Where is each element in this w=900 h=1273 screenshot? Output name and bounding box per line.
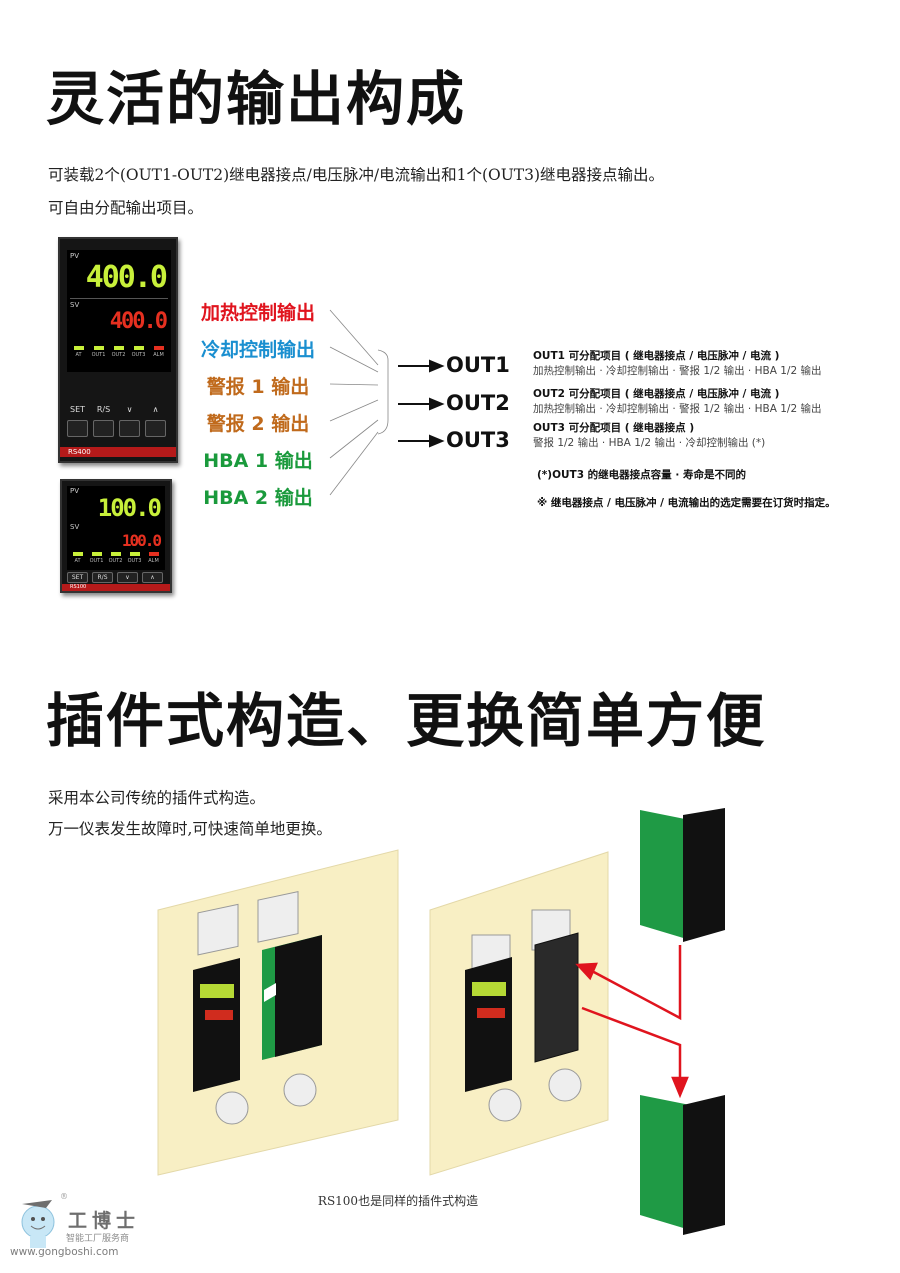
rs400-controller-image: PV 400.0 SV 400.0 AT OUT1 OUT2 OUT3 ALM …: [58, 237, 178, 463]
knob-icon: [215, 1091, 249, 1125]
keypad: [67, 420, 166, 437]
led-label: AT: [75, 352, 82, 358]
led-out3: OUT3: [130, 346, 147, 358]
led-alm: ALM: [145, 552, 162, 564]
led-out3: OUT3: [126, 552, 143, 564]
illustration-caption: RS100也是同样的插件式构造: [317, 1194, 479, 1208]
out1-info-body: 加热控制输出 · 冷却控制输出 · 警报 1/2 输出 · HBA 1/2 输出: [533, 365, 822, 377]
led-out2: OUT2: [110, 346, 127, 358]
label-alarm2-output: 警报 2 输出: [206, 413, 310, 435]
installed-controller: [465, 957, 512, 1092]
section2-desc-line1: 采用本公司传统的插件式构造。: [48, 789, 266, 807]
set-key: SET: [67, 572, 88, 583]
pv-display-graphic: [200, 984, 234, 998]
out3-label: OUT3: [446, 428, 510, 452]
led-alm: ALM: [150, 346, 167, 358]
new-module-bottom: [640, 1095, 690, 1230]
insert-arrows: [575, 945, 689, 1099]
led-label: ALM: [148, 558, 159, 564]
section1-desc-line1: 可装载2个(OUT1-OUT2)继电器接点/电压脉冲/电流输出和1个(OUT3)…: [48, 166, 665, 184]
label-heating-output: 加热控制输出: [200, 302, 315, 324]
label-hba2-output: HBA 2 输出: [203, 487, 313, 509]
pv-display-graphic: [472, 982, 506, 996]
section2-desc-line2: 万一仪表发生故障时,可快速简单地更换。: [48, 820, 332, 838]
plugin-illustration: [157, 808, 725, 1235]
knob-icon: [548, 1068, 582, 1102]
set-key-label: SET: [69, 405, 86, 414]
empty-slot: [534, 932, 579, 1063]
sv-display: 400.0: [109, 309, 168, 334]
note-order: ※ 继电器接点 / 电压脉冲 / 电流输出的选定需要在订货时指定。: [537, 497, 836, 509]
led-at: AT: [70, 346, 87, 358]
led-label: OUT2: [108, 558, 123, 564]
pv-label: PV: [70, 252, 80, 260]
gongboshi-logo: ® 工博士 智能工厂服务商 www.gongboshi.com: [8, 1190, 198, 1270]
model-label: RS100: [62, 584, 170, 591]
rs-key: R/S: [92, 572, 113, 583]
led-out2: OUT2: [107, 552, 124, 564]
section2-title: 插件式构造、更换简单方便: [46, 687, 767, 755]
sv-label: SV: [70, 301, 80, 309]
installed-controller: [193, 958, 240, 1092]
rs100-controller-image: PV 100.0 SV 100.0 AT OUT1 OUT2 OUT3 ALM …: [60, 479, 172, 593]
mascot-icon: [21, 1200, 55, 1248]
logo-name: 工博士: [68, 1210, 141, 1232]
sv-label: SV: [70, 523, 80, 531]
led-label: OUT1: [89, 558, 104, 564]
status-leds: AT OUT1 OUT2 OUT3 ALM: [69, 552, 162, 564]
keypad: SET R/S ∨ ∧: [67, 572, 163, 583]
out2-label: OUT2: [446, 391, 510, 415]
out2-info-head: OUT2 可分配项目 ( 继电器接点 / 电压脉冲 / 电流 ): [533, 388, 780, 400]
panel-right: [429, 851, 609, 1176]
connector-lines: [329, 309, 445, 496]
led-label: OUT3: [131, 352, 146, 358]
pv-display: 100.0: [97, 494, 162, 522]
out3-info-head: OUT3 可分配项目 ( 继电器接点 ): [533, 422, 695, 434]
registered-mark: ®: [60, 1192, 68, 1201]
pv-label: PV: [70, 487, 80, 495]
out3-info-body: 警报 1/2 输出 · HBA 1/2 输出 · 冷却控制输出 (*): [533, 437, 766, 449]
led-label: OUT2: [111, 352, 126, 358]
logo-url: www.gongboshi.com: [10, 1246, 119, 1258]
down-key: ∨: [117, 572, 138, 583]
knob-icon: [283, 1073, 317, 1107]
out1-label: OUT1: [446, 353, 510, 377]
led-label: ALM: [153, 352, 164, 358]
knob-icon: [488, 1088, 522, 1122]
note-out3: (*)OUT3 的继电器接点容量 · 寿命是不同的: [537, 469, 746, 481]
led-out1: OUT1: [90, 346, 107, 358]
section1-desc-line2: 可自由分配输出项目。: [48, 199, 204, 217]
out2-info-body: 加热控制输出 · 冷却控制输出 · 警报 1/2 输出 · HBA 1/2 输出: [533, 403, 822, 415]
led-label: AT: [74, 558, 81, 564]
new-module-top: [640, 810, 690, 940]
led-out1: OUT1: [88, 552, 105, 564]
sv-display-graphic: [205, 1010, 233, 1020]
model-label: RS400: [60, 447, 176, 457]
label-hba1-output: HBA 1 输出: [203, 450, 313, 472]
out1-info-head: OUT1 可分配项目 ( 继电器接点 / 电压脉冲 / 电流 ): [533, 350, 780, 362]
out-info: OUT1 可分配项目 ( 继电器接点 / 电压脉冲 / 电流 ) 加热控制输出 …: [533, 349, 836, 511]
label-cooling-output: 冷却控制输出: [200, 339, 315, 361]
key-symbols: SET R/S ∨ ∧: [67, 405, 166, 415]
up-key: ∧: [142, 572, 163, 583]
down-key-label: ∨: [126, 405, 133, 414]
pull-arrow-icon: [264, 983, 276, 1002]
meter-icon: [257, 891, 299, 943]
up-key-label: ∧: [152, 405, 159, 414]
status-leds: AT OUT1 OUT2 OUT3 ALM: [70, 346, 167, 358]
sv-display: 100.0: [121, 531, 162, 550]
led-label: OUT1: [91, 352, 106, 358]
logo-tagline: 智能工厂服务商: [66, 1234, 130, 1244]
sv-display-graphic: [477, 1008, 505, 1018]
rs-key-label: R/S: [96, 405, 111, 414]
led-at: AT: [69, 552, 86, 564]
section1-title: 灵活的输出构成: [46, 65, 467, 133]
label-alarm1-output: 警报 1 输出: [206, 376, 310, 398]
meter-icon: [197, 903, 239, 956]
led-label: OUT3: [127, 558, 142, 564]
pv-display: 400.0: [85, 260, 168, 295]
